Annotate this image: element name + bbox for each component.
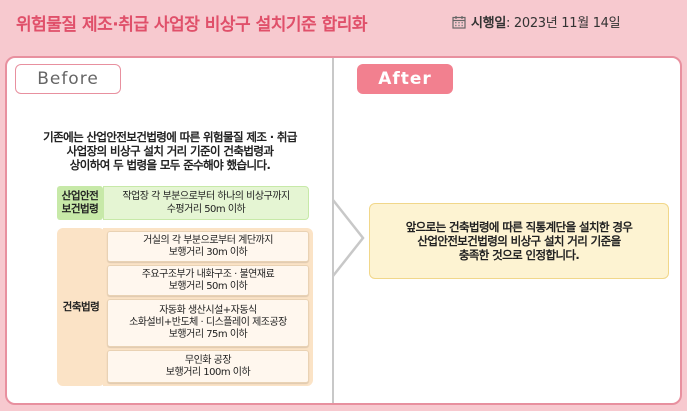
section-divider	[332, 58, 334, 403]
safety-law-label-line: 산업안전	[61, 190, 99, 202]
page-header: 위험물질 제조·취급 사업장 비상구 설치기준 합리화 시행일 : 2023년 …	[0, 0, 687, 44]
calendar-icon	[452, 15, 466, 29]
comparison-card: Before After 기존에는 산업안전보건법령에 따른 위험물질 제조 ·…	[5, 56, 682, 405]
intro-line: 기존에는 산업안전보건법령에 따른 위험물질 제조 · 취급	[43, 130, 297, 144]
building-law-label-text: 건축법령	[62, 300, 100, 313]
tab-before: Before	[15, 64, 121, 94]
row-line: 보행거리 50m 이하	[168, 280, 248, 292]
building-law-row: 무인화 공장 보행거리 100m 이하	[107, 350, 309, 383]
row-line: 무인화 공장	[184, 354, 232, 366]
safety-law-rule-line: 수평거리 50m 이하	[166, 204, 246, 215]
intro-line: 상이하여 두 법령을 모두 준수해야 했습니다.	[69, 158, 271, 172]
intro-line: 사업장의 비상구 설치 거리 기준이 건축법령과	[66, 144, 274, 158]
after-description: 앞으로는 건축법령에 따른 직통계단을 설치한 경우 산업안전보건법령의 비상구…	[369, 203, 669, 279]
safety-law-rule-line: 작업장 각 부분으로부터 하나의 비상구까지	[122, 191, 290, 202]
before-intro: 기존에는 산업안전보건법령에 따른 위험물질 제조 · 취급 사업장의 비상구 …	[15, 130, 325, 172]
after-line: 앞으로는 건축법령에 따른 직통계단을 설치한 경우	[405, 220, 633, 234]
building-law-label: 건축법령	[57, 228, 105, 386]
safety-law-label-line: 보건법령	[61, 203, 99, 215]
date-value: : 2023년 11월 14일	[505, 16, 621, 31]
tab-after: After	[357, 64, 453, 94]
chevron-right-icon	[332, 199, 365, 277]
row-line: 보행거리 75m 이하	[168, 329, 248, 340]
building-law-row: 거실의 각 부분으로부터 계단까지 보행거리 30m 이하	[107, 231, 309, 262]
safety-law-label: 산업안전 보건법령	[57, 186, 103, 220]
row-line: 소화설비+반도체 · 디스플레이 제조공장	[129, 317, 287, 328]
row-line: 거실의 각 부분으로부터 계단까지	[143, 234, 273, 246]
building-law-row: 자동화 생산시설+자동식 소화설비+반도체 · 디스플레이 제조공장 보행거리 …	[107, 299, 309, 347]
page-title: 위험물질 제조·취급 사업장 비상구 설치기준 합리화	[16, 15, 368, 35]
after-line: 충족한 것으로 인정합니다.	[458, 248, 580, 262]
row-line: 보행거리 100m 이하	[165, 366, 251, 378]
row-line: 자동화 생산시설+자동식	[159, 305, 257, 316]
after-line: 산업안전보건법령의 비상구 설치 거리 기준을	[417, 234, 621, 248]
date-label: 시행일	[471, 16, 506, 31]
row-line: 주요구조부가 내화구조 · 불연재료	[141, 268, 275, 280]
safety-law-rule: 작업장 각 부분으로부터 하나의 비상구까지 수평거리 50m 이하	[103, 186, 309, 220]
building-law-row: 주요구조부가 내화구조 · 불연재료 보행거리 50m 이하	[107, 265, 309, 296]
row-line: 보행거리 30m 이하	[168, 246, 248, 258]
effective-date: 시행일 : 2023년 11월 14일	[452, 12, 621, 31]
